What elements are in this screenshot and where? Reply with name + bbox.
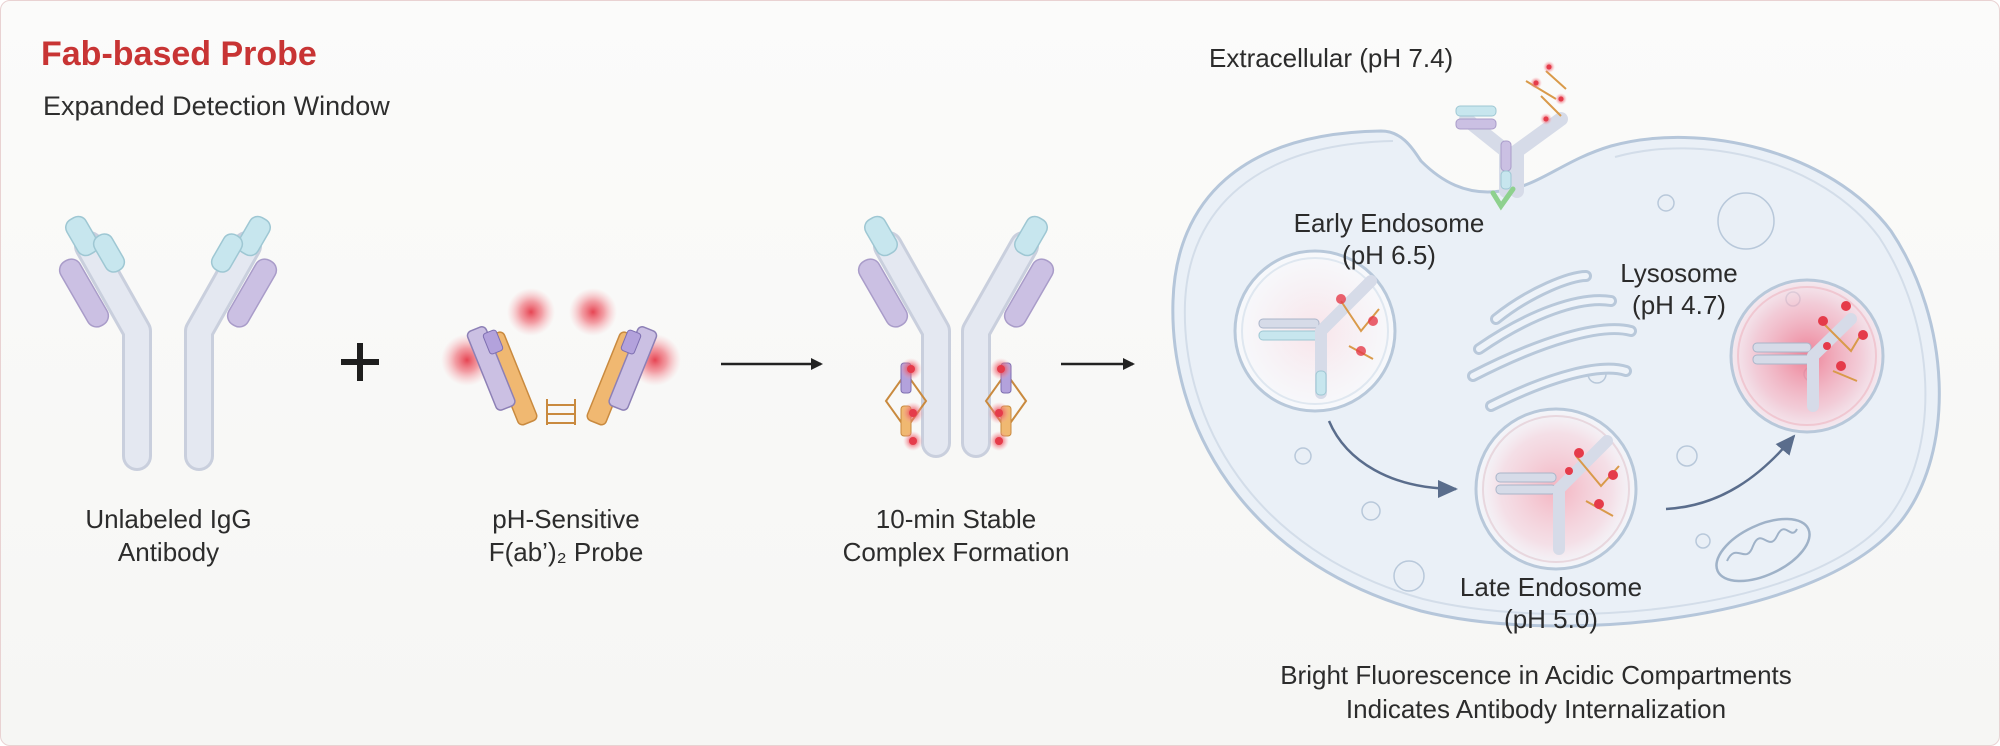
late-endosome [1474, 407, 1638, 571]
caption-line: 10-min Stable [875, 504, 1037, 534]
caption-line: Unlabeled IgG [85, 504, 252, 534]
bound-antibody-icon [1455, 61, 1568, 211]
lysosome [1729, 278, 1885, 434]
complex-antibody-icon [857, 215, 1055, 458]
caption-line: Complex Formation [842, 537, 1070, 567]
figure-title: Fab-based Probe [41, 35, 317, 73]
caption-line: Antibody [117, 537, 220, 567]
label-line: (pH 4.7) [1632, 290, 1726, 320]
fab2-probe-icon [441, 288, 681, 426]
plus-icon [341, 343, 379, 381]
label-line: Early Endosome [1293, 208, 1485, 238]
step-caption-probe: pH-Sensitive F(ab’)₂ Probe [446, 503, 686, 569]
label-line: Late Endosome [1459, 572, 1643, 602]
conclusion-text: Bright Fluorescence in Acidic Compartmen… [1236, 658, 1836, 726]
mitochondrion-icon [1715, 517, 1811, 583]
arrow-late-to-lysosome-icon [1665, 434, 1796, 511]
caption-line: F(ab’)₂ Probe [488, 537, 644, 567]
early-endosome [1233, 249, 1397, 413]
label-line: (pH 6.5) [1342, 240, 1436, 270]
label-line: Lysosome [1620, 258, 1738, 288]
arrow-early-to-late-icon [1327, 420, 1458, 498]
extracellular-label: Extracellular (pH 7.4) [1209, 43, 1454, 73]
lysosome-label: Lysosome (pH 4.7) [1589, 257, 1769, 321]
conclusion-line: Indicates Antibody Internalization [1345, 694, 1727, 724]
step-caption-igg: Unlabeled IgG Antibody [61, 503, 276, 569]
label-line: (pH 5.0) [1504, 604, 1598, 634]
igg-antibody-icon [58, 215, 278, 471]
caption-line: pH-Sensitive [492, 504, 640, 534]
conclusion-line: Bright Fluorescence in Acidic Compartmen… [1280, 660, 1792, 690]
late-endosome-label: Late Endosome (pH 5.0) [1431, 571, 1671, 635]
figure-subtitle: Expanded Detection Window [43, 91, 390, 121]
early-endosome-label: Early Endosome (pH 6.5) [1269, 207, 1509, 271]
step-caption-complex: 10-min Stable Complex Formation [831, 503, 1081, 569]
